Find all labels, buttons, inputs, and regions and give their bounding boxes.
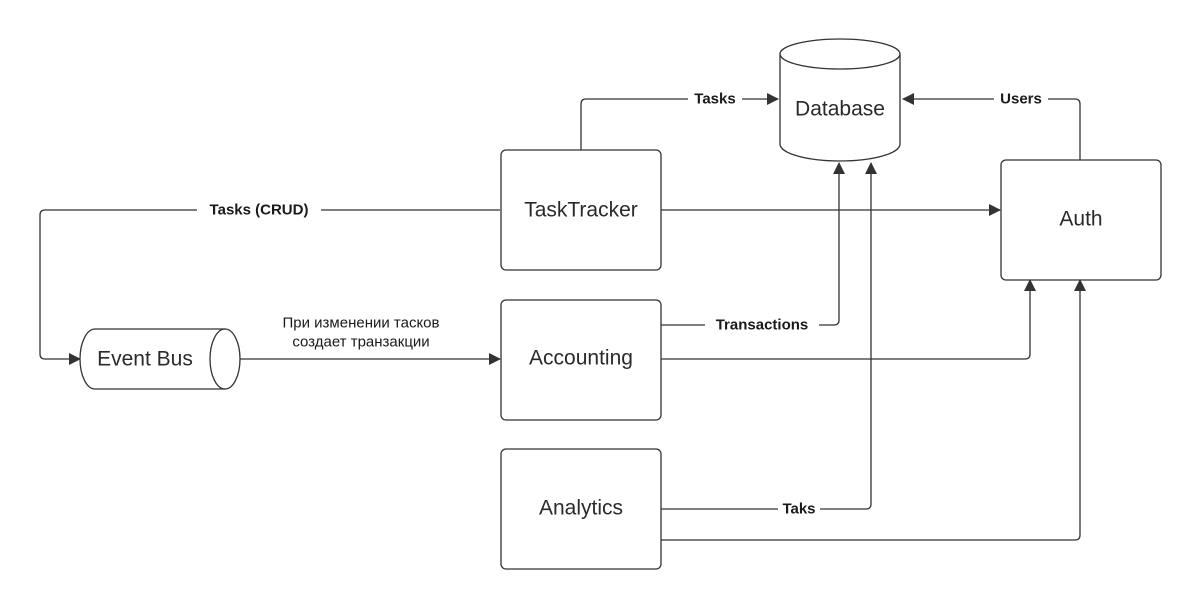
edge-accounting-auth — [661, 279, 1036, 360]
edge-label-tasks: Tasks — [694, 91, 735, 108]
edge-label-taks: Taks — [782, 501, 815, 518]
eventbus-note-line1: При изменении тасков — [282, 315, 439, 332]
edge-label-transactions: Transactions — [716, 317, 809, 334]
analytics-node[interactable]: Analytics — [500, 448, 662, 570]
auth-node[interactable]: Auth — [1000, 159, 1162, 281]
edge-label-users: Users — [1000, 91, 1042, 108]
analytics-label: Analytics — [539, 497, 623, 520]
edge-tasktracker-eventbus — [39, 209, 500, 365]
tasktracker-label: TaskTracker — [524, 199, 638, 222]
event-bus-label: Event Bus — [97, 348, 193, 371]
tasktracker-node[interactable]: TaskTracker — [500, 149, 662, 271]
eventbus-note-line2: создает транзакции — [292, 334, 429, 351]
edge-auth-database — [902, 93, 1081, 160]
accounting-label: Accounting — [529, 347, 633, 370]
event-bus-node[interactable]: Event Bus — [79, 328, 241, 390]
edge-analytics-database — [661, 162, 877, 510]
edge-label-tasks-crud: Tasks (CRUD) — [210, 202, 309, 219]
database-node[interactable]: Database — [779, 38, 901, 162]
auth-label: Auth — [1059, 208, 1102, 231]
accounting-node[interactable]: Accounting — [500, 299, 662, 421]
edge-tasktracker-database — [580, 93, 779, 150]
edge-accounting-database — [661, 162, 845, 326]
database-label: Database — [795, 98, 885, 121]
edge-analytics-auth — [661, 279, 1086, 541]
